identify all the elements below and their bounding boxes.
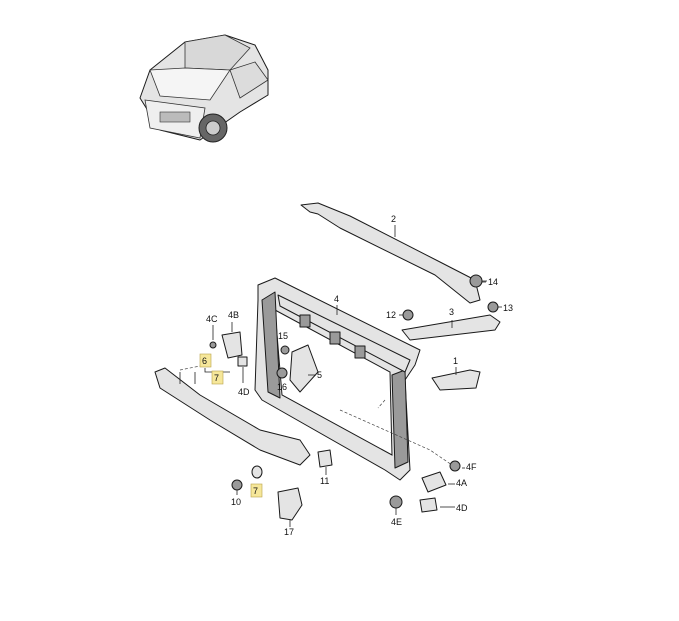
label-5[interactable]: 5 [317,370,322,380]
label-13[interactable]: 13 [503,303,513,313]
label-4e[interactable]: 4E [391,517,402,527]
screw-4c [209,325,217,349]
highlight-7-lower [250,483,263,498]
label-16[interactable]: 16 [277,382,287,392]
label-4[interactable]: 4 [334,294,339,304]
nut-14 [469,274,487,288]
label-7-upper[interactable]: 7 [214,373,219,383]
upper-cross-member [300,202,481,304]
label-12[interactable]: 12 [386,310,396,320]
bumper-trim [154,367,311,466]
label-17[interactable]: 17 [284,527,294,537]
label-14[interactable]: 14 [488,277,498,287]
strut [401,314,501,341]
nut-4f [449,460,461,472]
clip-4d-right [419,497,438,513]
bolt-13 [487,301,502,313]
label-7-lower[interactable]: 7 [253,486,258,496]
label-6[interactable]: 6 [202,356,207,366]
label-11[interactable]: 11 [320,476,329,486]
label-3[interactable]: 3 [449,307,454,317]
bracket-right [431,369,481,391]
label-4d-left[interactable]: 4D [238,387,250,397]
label-4a[interactable]: 4A [456,478,467,488]
label-15[interactable]: 15 [278,331,288,341]
label-10[interactable]: 10 [231,497,241,507]
bracket-5 [289,344,319,393]
car-thumbnail [139,34,269,143]
clip-11 [317,449,333,468]
bolt-10 [231,479,243,495]
label-1[interactable]: 1 [453,356,458,366]
bolt-12 [399,309,414,321]
bracket-17 [277,487,303,521]
highlight-6 [199,353,212,368]
bracket-4a [421,471,447,493]
label-4d-right[interactable]: 4D [456,503,468,513]
label-4b[interactable]: 4B [228,310,239,320]
bolt-4e [389,495,403,515]
clip-7-lower [251,465,263,479]
nut-16 [276,367,288,379]
clip-4d-left [237,356,248,383]
label-2[interactable]: 2 [391,214,396,224]
bracket-4b [221,322,243,359]
label-4f[interactable]: 4F [466,462,477,472]
label-4c[interactable]: 4C [206,314,218,324]
highlight-7-upper [211,370,224,385]
bolt-15 [280,345,290,355]
